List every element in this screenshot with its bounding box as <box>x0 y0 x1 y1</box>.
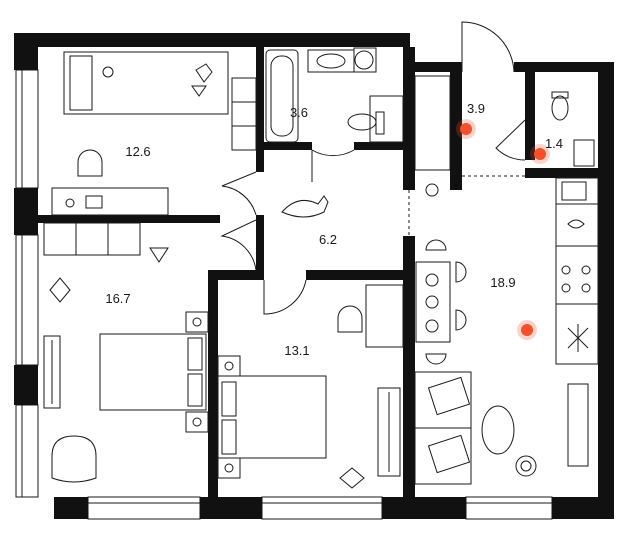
snowflake-icon <box>567 324 589 352</box>
window-left-lower <box>15 404 39 498</box>
bed-double <box>99 333 207 411</box>
room-label-entrance: 3.9 <box>467 101 485 116</box>
chair-dining-2 <box>455 309 467 331</box>
window-left-middle <box>15 234 39 366</box>
bed-single <box>63 51 229 115</box>
room-label-bedroom-middle: 13.1 <box>284 343 309 358</box>
desk-middle <box>365 284 404 348</box>
rug-spiral-icon <box>515 455 537 477</box>
window-bottom-1 <box>87 496 201 520</box>
walls <box>14 33 614 519</box>
door-toilet <box>495 119 526 161</box>
cabinet-left <box>43 335 61 409</box>
room-label-bathroom: 3.6 <box>290 105 308 120</box>
windows <box>15 69 553 520</box>
moon-lamp-icon <box>425 183 439 197</box>
wardrobe-left <box>43 222 141 256</box>
bedroom-top-furniture <box>51 51 257 216</box>
toy-icon <box>102 66 114 78</box>
room-label-toilet: 1.4 <box>545 136 563 151</box>
armchair-left <box>51 435 97 483</box>
wardrobe-entrance <box>414 75 451 171</box>
window-bottom-2 <box>261 496 383 520</box>
tv-stand <box>567 383 589 467</box>
marker-entrance <box>456 119 476 139</box>
doors <box>220 21 526 315</box>
corridor-decor <box>281 195 329 218</box>
desk-top <box>51 187 169 216</box>
bedroom-left-furniture <box>43 222 209 483</box>
markers <box>456 119 550 340</box>
sink <box>307 49 355 73</box>
room-labels: 12.6 3.6 3.9 1.4 6.2 16.7 13.1 18.9 <box>105 101 563 358</box>
window-bottom-3 <box>465 496 553 520</box>
marker-kitchen <box>517 320 537 340</box>
chair-dining-1 <box>455 261 467 283</box>
plane-toy-icon <box>149 247 169 263</box>
toilet-bathroom <box>347 113 377 131</box>
bathtub <box>265 49 299 143</box>
room-label-bedroom-top: 12.6 <box>125 144 150 159</box>
room-label-corridor: 6.2 <box>319 232 337 247</box>
sink-small <box>573 139 595 167</box>
sink-kitchen <box>567 219 585 229</box>
entrance-fixtures <box>414 75 595 171</box>
marker-toilet <box>530 144 550 164</box>
bedroom-middle-furniture <box>217 284 404 489</box>
coffee-table <box>481 405 515 455</box>
washing-machine <box>354 50 374 70</box>
plant-middle-icon <box>339 467 365 489</box>
wall-top-left <box>14 33 410 47</box>
dining-table <box>415 261 451 343</box>
cat-icon <box>281 195 329 218</box>
toilet-small <box>551 95 569 121</box>
kitchen-furniture <box>414 177 599 485</box>
chair-middle <box>337 305 363 333</box>
kitchen-counter <box>555 177 599 365</box>
door-entrance <box>461 21 515 73</box>
room-label-bedroom-left: 16.7 <box>105 291 130 306</box>
wardrobe-top <box>231 77 257 151</box>
stove-burner <box>561 265 571 275</box>
bed-middle <box>217 375 327 459</box>
bathroom-fixtures <box>265 47 404 143</box>
wardrobe-middle <box>377 387 401 477</box>
door-bathroom <box>311 149 355 182</box>
room-label-kitchen-living: 18.9 <box>490 275 515 290</box>
chair-top <box>77 149 103 177</box>
door-bedroom-middle <box>263 279 307 315</box>
door-bedroom-left <box>220 219 257 271</box>
window-left-upper <box>15 69 39 189</box>
door-bedroom-top <box>221 171 257 216</box>
plant-icon <box>49 277 71 303</box>
